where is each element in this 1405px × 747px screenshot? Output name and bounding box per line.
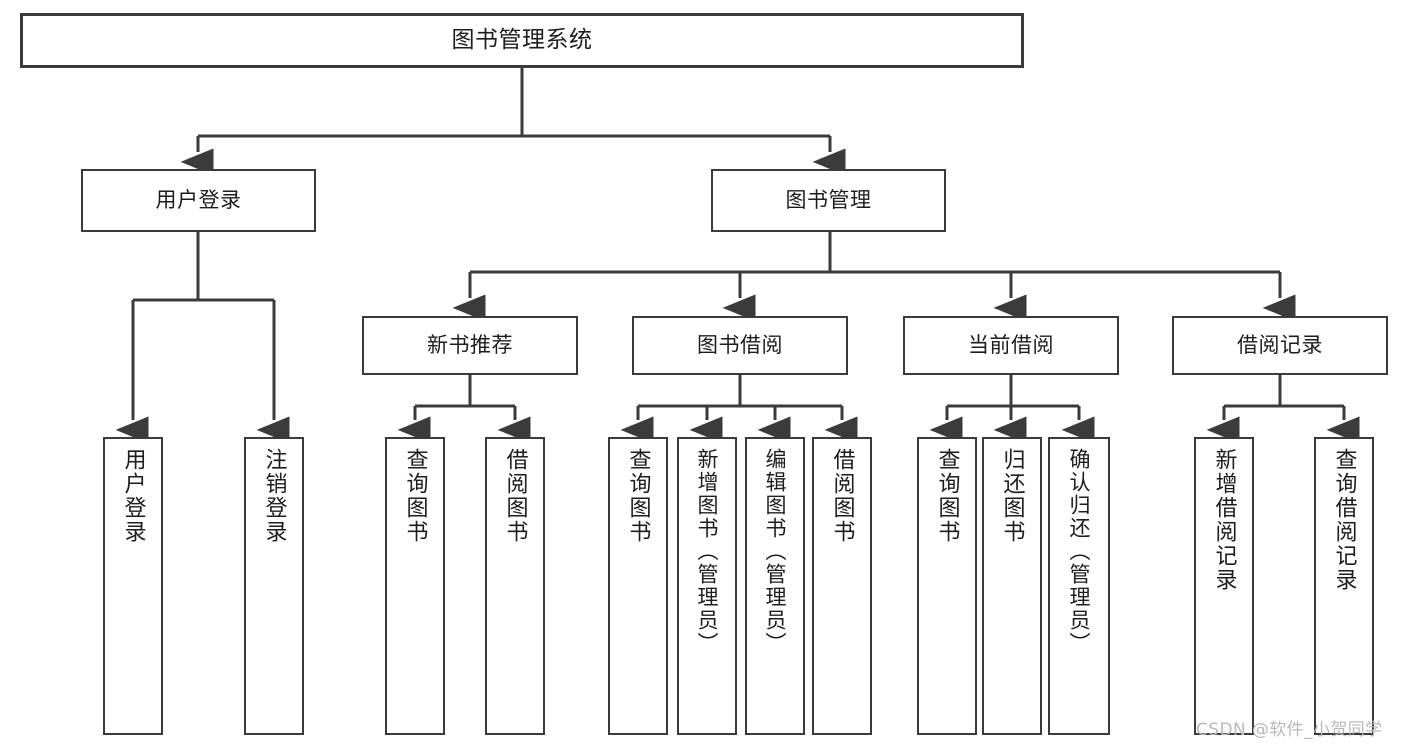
leaf-book-borrow-add[interactable]: 新增图书（管理员） xyxy=(677,437,737,735)
node-label: 编辑图书（管理员） xyxy=(763,448,788,655)
leaf-current-borrow-query[interactable]: 查询图书 xyxy=(917,437,977,735)
node-label: 查询图书 xyxy=(625,448,651,544)
node-label: 查询借阅记录 xyxy=(1331,448,1357,592)
leaf-book-borrow-borrow[interactable]: 借阅图书 xyxy=(812,437,872,735)
leaf-borrow-record-add[interactable]: 新增借阅记录 xyxy=(1194,437,1254,735)
leaf-book-borrow-edit[interactable]: 编辑图书（管理员） xyxy=(745,437,805,735)
node-label: 图书管理系统 xyxy=(451,26,593,53)
node-label: 用户登录 xyxy=(155,188,242,213)
node-label: 图书借阅 xyxy=(697,333,783,358)
leaf-book-borrow-query[interactable]: 查询图书 xyxy=(608,437,668,735)
node-current-borrow[interactable]: 当前借阅 xyxy=(903,316,1119,375)
leaf-user-login-logout[interactable]: 注销登录 xyxy=(244,437,304,735)
node-label: 注销登录 xyxy=(261,448,287,544)
node-label: 查询图书 xyxy=(402,448,428,544)
node-user-login[interactable]: 用户登录 xyxy=(81,169,316,232)
node-label: 当前借阅 xyxy=(968,333,1054,358)
node-label: 新增图书（管理员） xyxy=(695,448,720,655)
leaf-new-book-borrow[interactable]: 借阅图书 xyxy=(485,437,545,735)
node-borrow-record[interactable]: 借阅记录 xyxy=(1172,316,1388,375)
node-label: 确认归还（管理员） xyxy=(1067,448,1092,655)
csdn-watermark: CSDN @软件_小贺同学 xyxy=(1196,720,1383,740)
node-label: 新书推荐 xyxy=(427,333,513,358)
leaf-new-book-query[interactable]: 查询图书 xyxy=(385,437,445,735)
node-label: 借阅图书 xyxy=(502,448,528,544)
node-root-system[interactable]: 图书管理系统 xyxy=(20,13,1024,68)
node-book-borrow[interactable]: 图书借阅 xyxy=(632,316,848,375)
leaf-borrow-record-query[interactable]: 查询借阅记录 xyxy=(1314,437,1374,735)
node-label: 用户登录 xyxy=(120,448,146,544)
leaf-current-borrow-return[interactable]: 归还图书 xyxy=(982,437,1042,735)
node-label: 归还图书 xyxy=(999,448,1025,544)
node-label: 图书管理 xyxy=(785,188,872,213)
leaf-current-borrow-confirm-return[interactable]: 确认归还（管理员） xyxy=(1048,437,1110,735)
node-label: 借阅图书 xyxy=(829,448,855,544)
node-book-management[interactable]: 图书管理 xyxy=(711,169,946,232)
leaf-user-login-login[interactable]: 用户登录 xyxy=(103,437,163,735)
node-label: 新增借阅记录 xyxy=(1211,448,1237,592)
node-label: 借阅记录 xyxy=(1237,333,1323,358)
node-new-book-recommend[interactable]: 新书推荐 xyxy=(362,316,578,375)
node-label: 查询图书 xyxy=(934,448,960,544)
